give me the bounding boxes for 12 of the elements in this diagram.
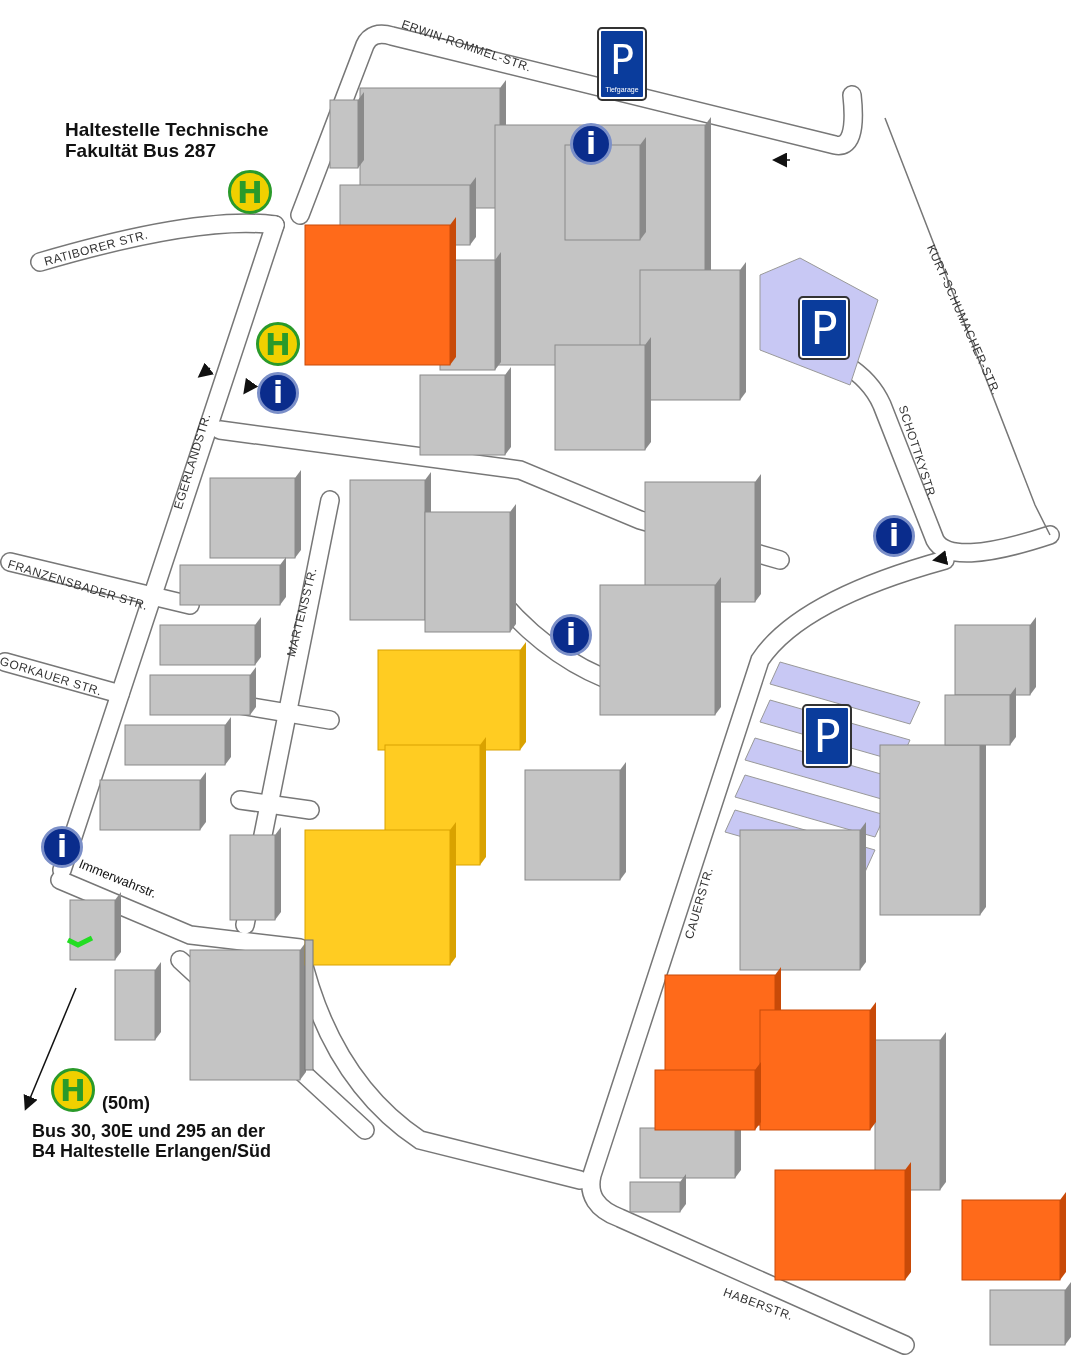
info-sign: i: [873, 515, 915, 557]
parking-sign: P: [800, 298, 848, 358]
bus-stop-sign: H: [256, 322, 300, 366]
distance-label: (50m): [102, 1094, 150, 1114]
parking-sign-letter: P: [608, 40, 636, 80]
parking-sign: P: [804, 706, 850, 766]
bus-stop-sign: H: [228, 170, 272, 214]
bus-stop-label: Haltestelle Technische Fakultät Bus 287: [65, 120, 270, 162]
bus-stop-label: Bus 30, 30E und 295 an der B4 Haltestelle Erlangen/Süd: [32, 1122, 273, 1162]
info-sign: i: [257, 372, 299, 414]
bus-stop-sign: H: [51, 1068, 95, 1112]
info-sign: i: [550, 614, 592, 656]
